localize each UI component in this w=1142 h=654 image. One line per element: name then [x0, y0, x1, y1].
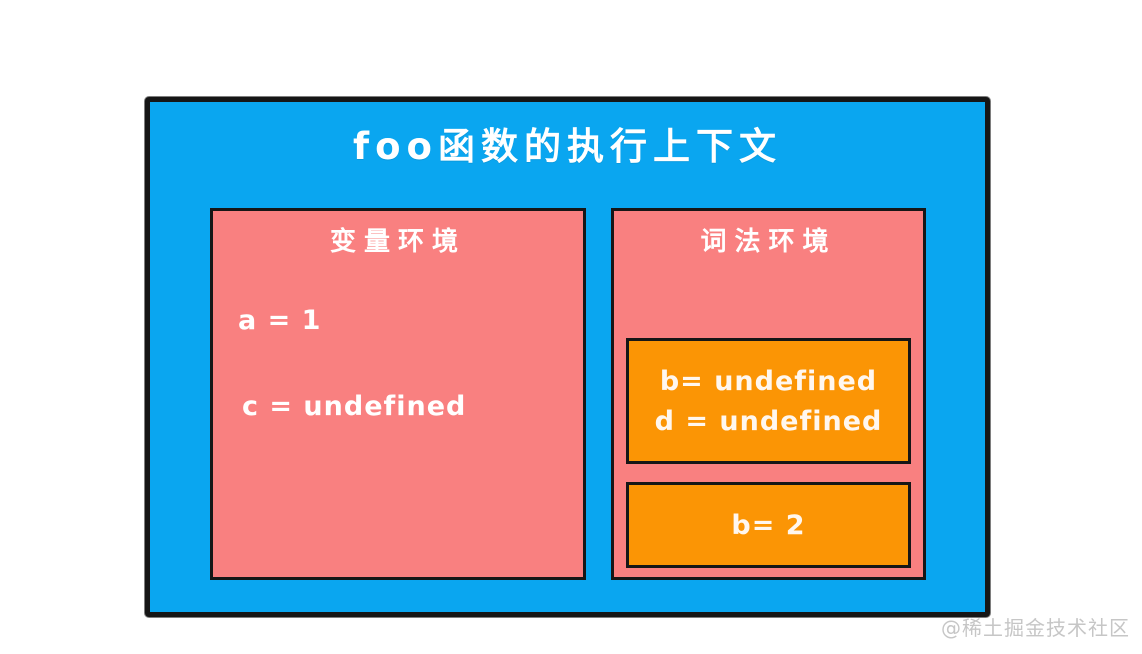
scope-entry-b-undefined: b= undefined	[659, 365, 878, 397]
variable-environment-header: 变量环境	[329, 227, 466, 257]
variable-environment-box: 变量环境 a = 1 c = undefined	[210, 208, 586, 580]
juejin-watermark: @稀土掘金技术社区	[941, 616, 1130, 640]
lexical-environment-box: 词法环境 b= undefined d = undefined b= 2	[611, 208, 926, 580]
execution-context-container: foo函数的执行上下文 变量环境 a = 1 c = undefined 词法环…	[145, 97, 990, 617]
variable-entry-a: a = 1	[238, 305, 322, 336]
scope-entry-b-2: b= 2	[731, 509, 806, 541]
scope-block-inner: b= 2	[626, 482, 911, 568]
lexical-environment-header: 词法环境	[700, 227, 837, 257]
execution-context-title: foo函数的执行上下文	[353, 125, 782, 168]
scope-entry-d-undefined: d = undefined	[654, 405, 883, 437]
scope-block-outer: b= undefined d = undefined	[626, 338, 911, 464]
variable-entry-c: c = undefined	[242, 391, 467, 422]
